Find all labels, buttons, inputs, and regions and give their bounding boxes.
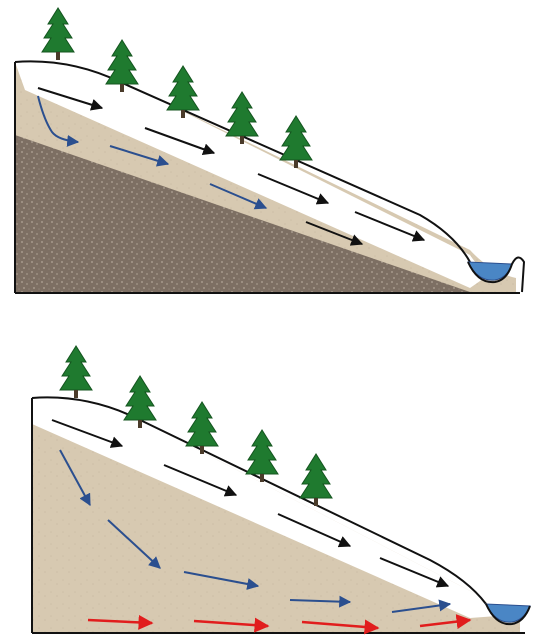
bottom-tree <box>300 454 332 506</box>
bottom-panel <box>32 346 530 633</box>
bottom-tree <box>60 346 92 398</box>
top-tree <box>106 40 138 92</box>
bottom-tree <box>246 430 278 482</box>
top-panel <box>15 8 524 293</box>
bottom-tree <box>186 402 218 454</box>
top-tree <box>226 92 258 144</box>
bottom-tree <box>124 376 156 428</box>
top-tree <box>167 66 199 118</box>
top-tree <box>280 116 312 168</box>
top-tree <box>42 8 74 60</box>
